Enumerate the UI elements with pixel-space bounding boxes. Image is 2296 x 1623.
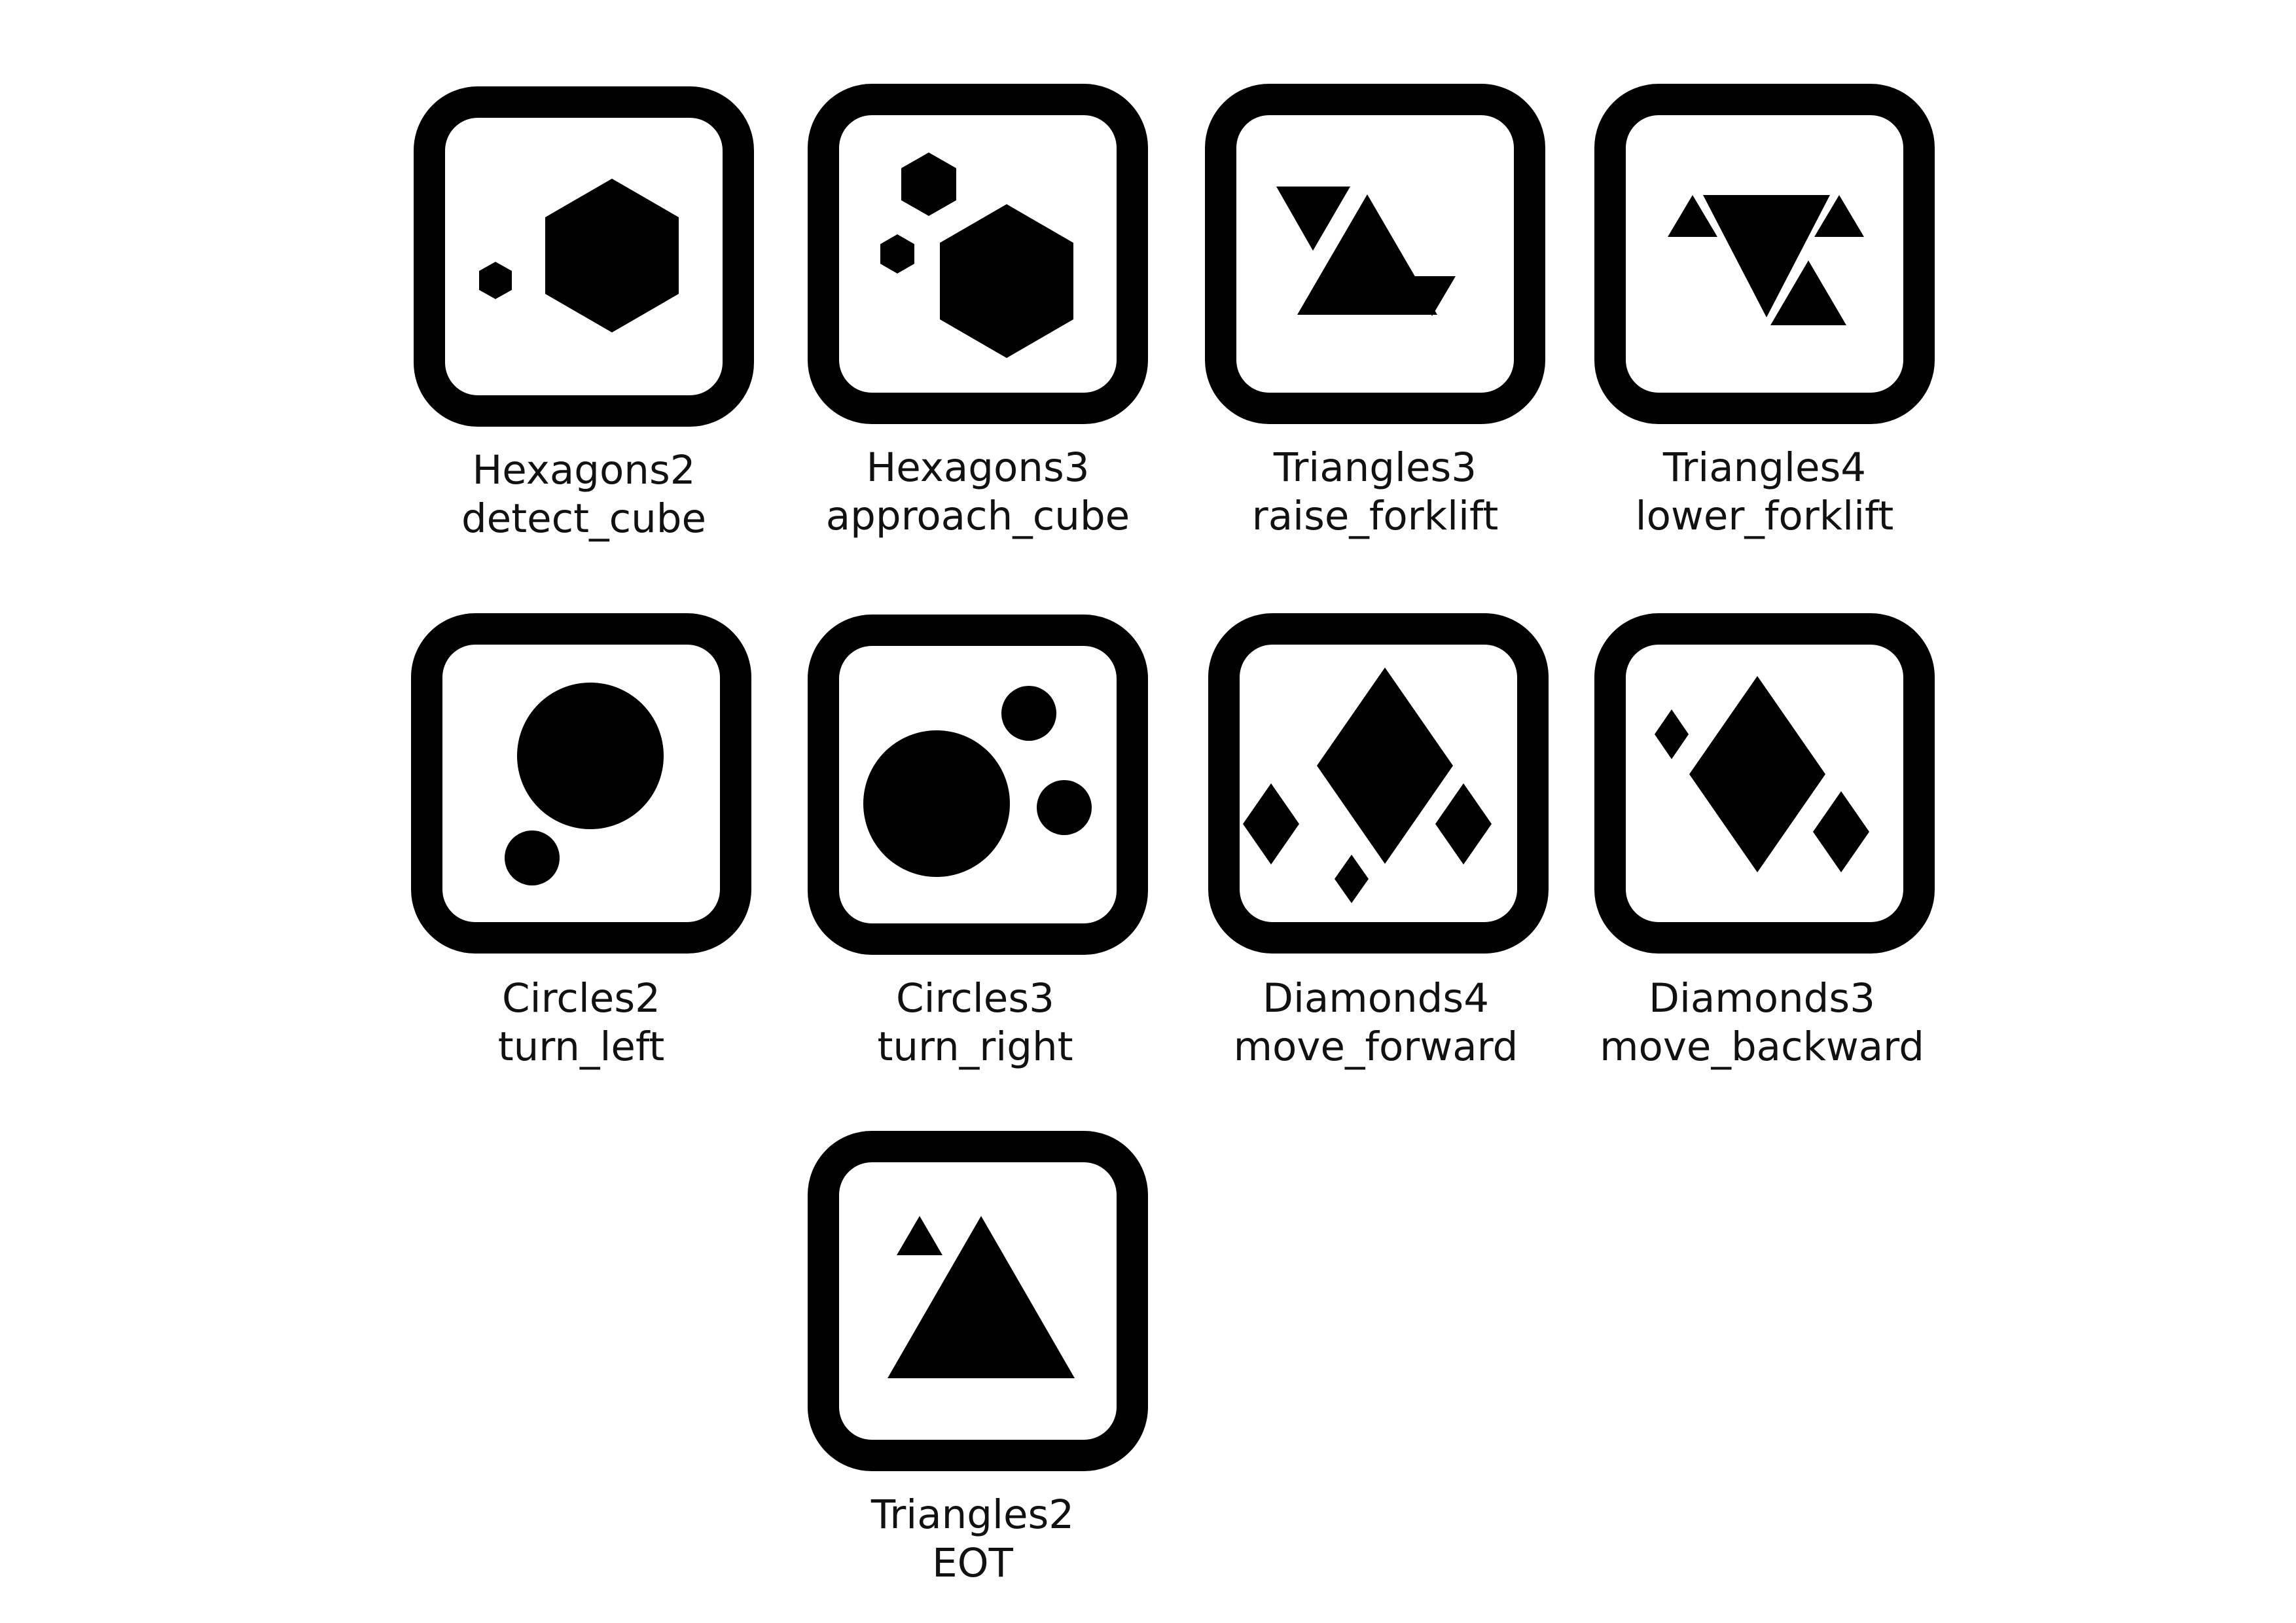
marker-action: EOT	[932, 1540, 1013, 1586]
marker-caption: Diamonds3 move_backward	[1513, 974, 2011, 1071]
marker-caption: Hexagons2 detect_cube	[335, 446, 833, 543]
marker-action: turn_right	[877, 1024, 1073, 1070]
triangles-3-icon	[1205, 84, 1545, 424]
circles-2-icon	[411, 613, 751, 954]
marker-caption: Diamonds4 move_forward	[1127, 974, 1624, 1071]
marker-triangles2	[808, 1131, 1148, 1471]
hexagons-2-icon	[414, 86, 754, 427]
marker-diamonds3	[1594, 613, 1935, 954]
marker-name: Triangles2	[870, 1491, 1075, 1538]
triangles-2-icon	[808, 1131, 1148, 1471]
marker-name: Circles2	[502, 975, 660, 1022]
marker-name: Diamonds3	[1648, 975, 1875, 1022]
marker-caption: Triangles2 EOT	[724, 1491, 1221, 1588]
marker-name: Diamonds4	[1262, 975, 1489, 1022]
diamonds-3-icon	[1594, 613, 1935, 954]
marker-triangles3	[1205, 84, 1545, 424]
marker-name: Circles3	[896, 975, 1054, 1022]
circles-3-icon	[808, 615, 1148, 955]
marker-action: detect_cube	[461, 495, 707, 542]
marker-triangles4	[1594, 84, 1935, 424]
diamonds-4-icon	[1208, 613, 1549, 954]
marker-hexagons3	[808, 84, 1148, 424]
marker-action: move_backward	[1600, 1024, 1924, 1070]
marker-circles3	[808, 615, 1148, 955]
marker-action: turn_left	[497, 1024, 665, 1070]
marker-action: move_forward	[1233, 1024, 1518, 1070]
marker-caption: Circles3 turn_right	[726, 974, 1224, 1071]
marker-action: approach_cube	[825, 493, 1130, 539]
marker-name: Triangles3	[1273, 444, 1477, 491]
triangles-4-icon	[1594, 84, 1935, 424]
marker-name: Hexagons3	[866, 444, 1090, 491]
marker-action: lower_forklift	[1635, 493, 1894, 539]
marker-caption: Triangles4 lower_forklift	[1516, 444, 2013, 541]
hexagons-3-icon	[808, 84, 1148, 424]
marker-caption: Hexagons3 approach_cube	[729, 444, 1227, 541]
marker-action: raise_forklift	[1251, 493, 1499, 539]
marker-circles2	[411, 613, 751, 954]
marker-diamonds4	[1208, 613, 1549, 954]
marker-hexagons2	[414, 86, 754, 427]
marker-name: Triangles4	[1662, 444, 1867, 491]
marker-name: Hexagons2	[472, 447, 696, 493]
marker-caption: Circles2 turn_left	[332, 974, 830, 1071]
marker-caption: Triangles3 raise_forklift	[1126, 444, 1624, 541]
